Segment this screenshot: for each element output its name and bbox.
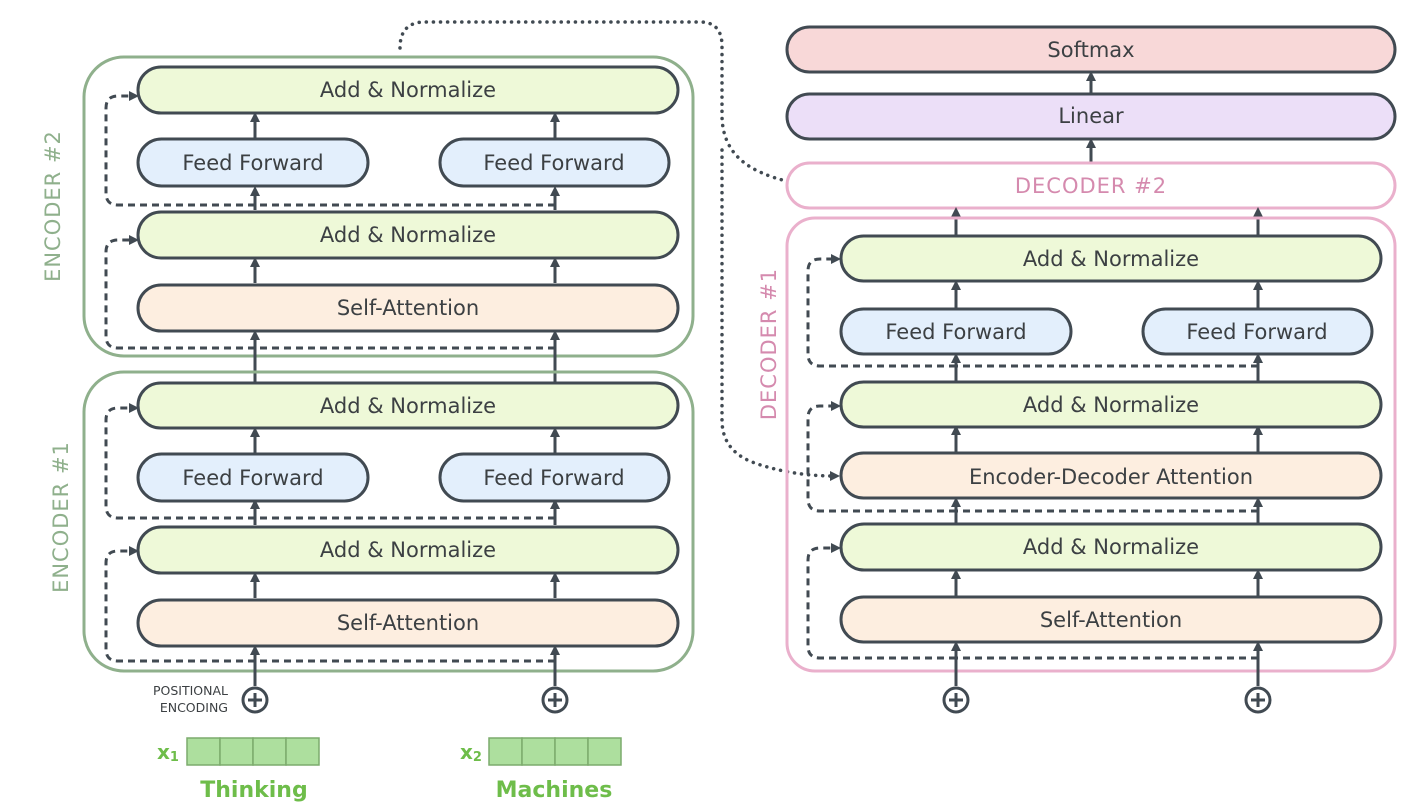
input-word: Machines [496, 778, 613, 803]
add-normalize-label: Add & Normalize [1023, 393, 1199, 417]
embedding-cell [521, 737, 556, 766]
encoder-1-label: ENCODER #1 [49, 441, 73, 593]
embedding-cell [587, 737, 622, 766]
decoder-1-frame [785, 216, 1397, 673]
embedding-vector [488, 737, 622, 766]
positional-encoding-add-icon [942, 686, 970, 714]
self-attention-label: Self-Attention [1040, 608, 1182, 632]
residual-line [806, 401, 956, 513]
input-word: Thinking [200, 778, 307, 803]
input-symbol: x2 [460, 740, 482, 765]
feed-forward-block [1141, 307, 1374, 356]
decoder-2-frame [785, 161, 1397, 210]
self-attention-block [136, 598, 680, 648]
feed-forward-block [136, 137, 370, 188]
feed-forward-block [839, 307, 1073, 356]
encoder-inputs: POSITIONAL ENCODING x1 Thinking x2 Machi… [153, 645, 622, 803]
self-attention-label: Self-Attention [337, 611, 479, 635]
add-normalize-block [136, 381, 680, 430]
encoder-decoder-attention-block [839, 451, 1383, 500]
embedding-vector [186, 737, 320, 766]
input-symbol: x1 [157, 740, 179, 765]
softmax-label: Softmax [1047, 38, 1134, 62]
add-normalize-label: Add & Normalize [320, 538, 496, 562]
feed-forward-label: Feed Forward [182, 466, 323, 490]
embedding-cell [252, 737, 287, 766]
encoder-output-links [398, 20, 840, 481]
add-normalize-block [136, 210, 680, 260]
encoder-link-arrows [250, 330, 560, 384]
feed-forward-block [438, 452, 671, 503]
residual-line [104, 546, 255, 663]
encoder-2: ENCODER #2 Add & Normalize Feed Forward … [41, 55, 695, 358]
encoder-decoder-attention-label: Encoder-Decoder Attention [969, 465, 1253, 489]
decoder-1-residuals [806, 254, 1258, 660]
encoder-output-link [720, 148, 840, 481]
residual-line [806, 254, 956, 368]
positional-encoding-add-icon [541, 686, 569, 714]
residual-line [104, 403, 255, 520]
encoder-1-frame [82, 370, 695, 673]
add-normalize-block [136, 525, 680, 575]
add-normalize-block [839, 380, 1383, 429]
embedding-cell [488, 737, 523, 766]
self-attention-block [839, 595, 1383, 644]
decoder-2-label: DECODER #2 [1015, 174, 1167, 198]
decoder-link-arrows [951, 207, 1263, 236]
encoder-1-residuals [104, 403, 555, 663]
feed-forward-label: Feed Forward [885, 320, 1026, 344]
linear-label: Linear [1058, 104, 1124, 128]
output-layers: Softmax Linear [785, 25, 1397, 162]
feed-forward-label: Feed Forward [483, 151, 624, 175]
decoder-1-label: DECODER #1 [757, 268, 781, 420]
self-attention-label: Self-Attention [337, 296, 479, 320]
feed-forward-label: Feed Forward [182, 151, 323, 175]
add-normalize-label: Add & Normalize [320, 394, 496, 418]
encoder-1-arrows [250, 427, 560, 598]
residual-line [104, 235, 255, 350]
decoder-1-arrows [951, 280, 1263, 596]
feed-forward-block [136, 452, 370, 503]
add-normalize-label: Add & Normalize [320, 78, 496, 102]
encoder-2-residuals [104, 91, 555, 350]
residual-line [806, 543, 956, 660]
encoder-2-label: ENCODER #2 [41, 130, 65, 282]
encoder-1: ENCODER #1 Add & Normalize Feed Forward … [49, 370, 695, 673]
positional-encoding-add-icon [241, 686, 269, 714]
add-normalize-label: Add & Normalize [1023, 535, 1199, 559]
residual-line [104, 91, 255, 207]
self-attention-block [136, 283, 680, 333]
decoder-2: DECODER #2 [785, 161, 1397, 210]
add-normalize-block [136, 65, 680, 115]
positional-encoding-label: ENCODING [160, 700, 228, 715]
embedding-cell [554, 737, 589, 766]
embedding-cell [285, 737, 320, 766]
decoder-inputs [942, 641, 1272, 714]
positional-encoding-add-icon [1244, 686, 1272, 714]
add-normalize-label: Add & Normalize [1023, 247, 1199, 271]
encoder-2-arrows [250, 112, 560, 283]
feed-forward-label: Feed Forward [483, 466, 624, 490]
embedding-cell [219, 737, 254, 766]
embedding-cell [186, 737, 221, 766]
feed-forward-block [438, 137, 671, 188]
add-normalize-block [839, 234, 1383, 283]
feed-forward-label: Feed Forward [1186, 320, 1327, 344]
decoder-1: DECODER #1 Add & Normalize Feed Forward [757, 216, 1397, 673]
add-normalize-label: Add & Normalize [320, 223, 496, 247]
positional-encoding-label: POSITIONAL [153, 683, 228, 698]
add-normalize-block [839, 522, 1383, 572]
encoder-2-frame [82, 55, 695, 358]
